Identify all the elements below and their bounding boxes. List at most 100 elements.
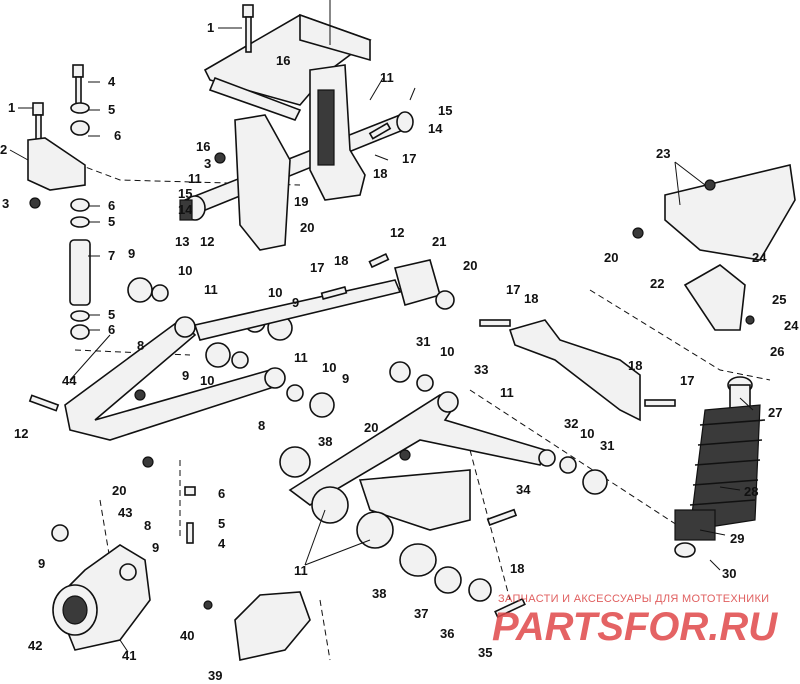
vertical-arms (234, 64, 366, 251)
callout-5d: 5 (218, 516, 225, 531)
callout-7: 7 (108, 248, 115, 263)
callout-4: 4 (108, 74, 116, 89)
callout-3b: 3 (2, 196, 9, 211)
callout-20: 20 (300, 220, 314, 235)
callout-23: 23 (656, 146, 670, 161)
callout-10: 10 (178, 263, 192, 278)
watermark-caption: ЗАПЧАСТИ И АКСЕССУАРЫ ДЛЯ МОТОТЕХНИКИ (498, 593, 769, 605)
upper-long-arm (193, 259, 455, 341)
callout-12b: 12 (14, 426, 28, 441)
spindle-knuckle (51, 524, 151, 651)
callout-5: 5 (108, 102, 115, 117)
callout-34: 34 (516, 482, 531, 497)
callout-1: 1 (207, 20, 214, 35)
callout-11b: 11 (188, 171, 202, 186)
callout-16b: 16 (196, 139, 210, 154)
callout-41: 41 (122, 648, 136, 663)
callout-29: 29 (730, 531, 744, 546)
callout-4b: 4 (218, 536, 226, 551)
callout-18d: 18 (628, 358, 642, 373)
callout-10c: 10 (200, 373, 214, 388)
callout-9e: 9 (38, 556, 45, 571)
callout-20c: 20 (463, 258, 477, 273)
rear-bracket (632, 164, 796, 331)
callout-15: 15 (438, 103, 452, 118)
callout-3: 3 (204, 156, 211, 171)
callout-14: 14 (428, 121, 443, 136)
callout-10b: 10 (268, 285, 282, 300)
left-link (27, 64, 91, 340)
callout-24: 24 (752, 250, 767, 265)
callout-40: 40 (180, 628, 194, 643)
callout-9b: 9 (292, 295, 299, 310)
callout-10f: 10 (580, 426, 594, 441)
callout-33: 33 (474, 362, 488, 377)
callout-16: 16 (276, 53, 290, 68)
callout-30: 30 (722, 566, 736, 581)
callout-20b: 20 (112, 483, 126, 498)
callout-38: 38 (318, 434, 332, 449)
callout-6: 6 (114, 128, 121, 143)
misc-bolts (28, 122, 518, 544)
callout-11e: 11 (500, 385, 514, 400)
callout-6c: 6 (108, 322, 115, 337)
bushings-lower (279, 361, 608, 495)
callout-39: 39 (208, 668, 222, 683)
callout-11: 11 (380, 70, 394, 85)
callout-6d: 6 (218, 486, 225, 501)
shock-absorber (674, 376, 766, 558)
callout-5c: 5 (108, 307, 115, 322)
callout-8c: 8 (144, 518, 151, 533)
callout-5b: 5 (108, 214, 115, 229)
watermark-logo: PARTSFOR.RU (492, 605, 778, 649)
callout-19: 19 (294, 194, 308, 209)
upper-frame (203, 0, 372, 121)
callout-26: 26 (770, 344, 784, 359)
a-arm-upper (64, 316, 286, 441)
callout-labels: 1 16 11 15 14 17 18 19 16 3 11 15 14 13 … (0, 20, 799, 683)
callout-6b: 6 (108, 198, 115, 213)
callout-18b: 18 (334, 253, 348, 268)
callout-12: 12 (200, 234, 214, 249)
callout-10d: 10 (322, 360, 336, 375)
callout-38b: 38 (372, 586, 386, 601)
callout-9: 9 (128, 246, 135, 261)
callout-27: 27 (768, 405, 782, 420)
callout-31: 31 (416, 334, 430, 349)
callout-17: 17 (402, 151, 416, 166)
callout-43: 43 (118, 505, 132, 520)
callout-20d: 20 (364, 420, 378, 435)
callout-32: 32 (564, 416, 578, 431)
callout-21: 21 (432, 234, 446, 249)
callout-10e: 10 (440, 344, 454, 359)
callout-37: 37 (414, 606, 428, 621)
callout-12c: 12 (390, 225, 404, 240)
callout-42: 42 (28, 638, 42, 653)
callout-2: 2 (0, 142, 7, 157)
callout-9f: 9 (152, 540, 159, 555)
callout-11c: 11 (204, 282, 218, 297)
callout-15b: 15 (178, 186, 192, 201)
callout-11d: 11 (294, 350, 308, 365)
callout-22: 22 (650, 276, 664, 291)
spacers (399, 543, 526, 619)
callout-25: 25 (772, 292, 786, 307)
callout-17b: 17 (310, 260, 324, 275)
callout-28: 28 (744, 484, 758, 499)
callout-14b: 14 (178, 202, 193, 217)
callout-8b: 8 (258, 418, 265, 433)
callout-13: 13 (175, 234, 189, 249)
callout-11f: 11 (294, 563, 308, 578)
watermark: ЗАПЧАСТИ И АКСЕССУАРЫ ДЛЯ МОТОТЕХНИКИ PA… (492, 593, 778, 649)
bolt-top (242, 4, 254, 53)
callout-31b: 31 (600, 438, 614, 453)
callout-18e: 18 (510, 561, 524, 576)
callout-17c: 17 (506, 282, 520, 297)
skid-plate (203, 591, 311, 661)
right-bracket (479, 319, 676, 422)
callout-20e: 20 (604, 250, 618, 265)
callout-9d: 9 (342, 371, 349, 386)
callout-1b: 1 (8, 100, 15, 115)
callout-17d: 17 (680, 373, 694, 388)
